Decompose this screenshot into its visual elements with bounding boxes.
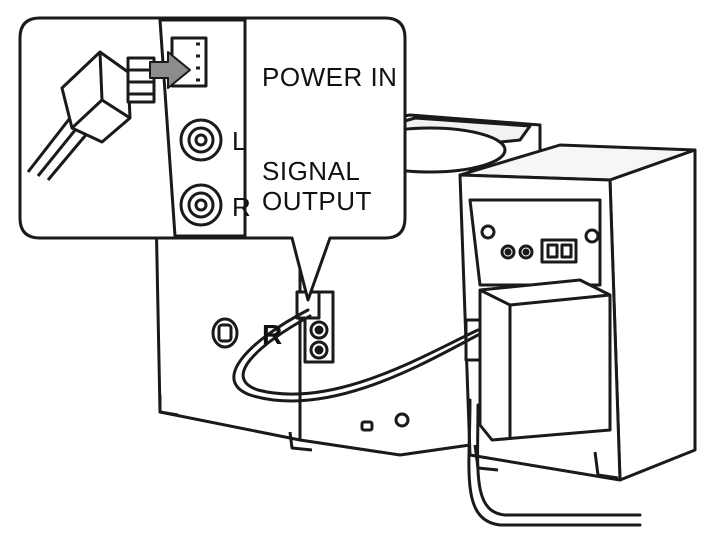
- transformer: [478, 278, 612, 442]
- label-output: OUTPUT: [262, 186, 372, 216]
- insert-arrow-icon: [149, 51, 191, 89]
- power-unit: [458, 143, 697, 482]
- label-power-in: POWER IN: [262, 62, 398, 92]
- label-unit-marker: R: [262, 319, 283, 350]
- cables: [232, 308, 642, 527]
- power-cable: [232, 308, 480, 403]
- label-left-channel: L: [232, 126, 247, 156]
- label-right-channel: R: [232, 192, 252, 222]
- power-unit-side: [608, 148, 697, 482]
- vent-hole: [211, 317, 239, 349]
- callout-cable: [26, 117, 72, 173]
- mains-cord: [467, 398, 642, 527]
- label-signal: SIGNAL: [262, 156, 361, 186]
- callout-bubble: [18, 16, 407, 302]
